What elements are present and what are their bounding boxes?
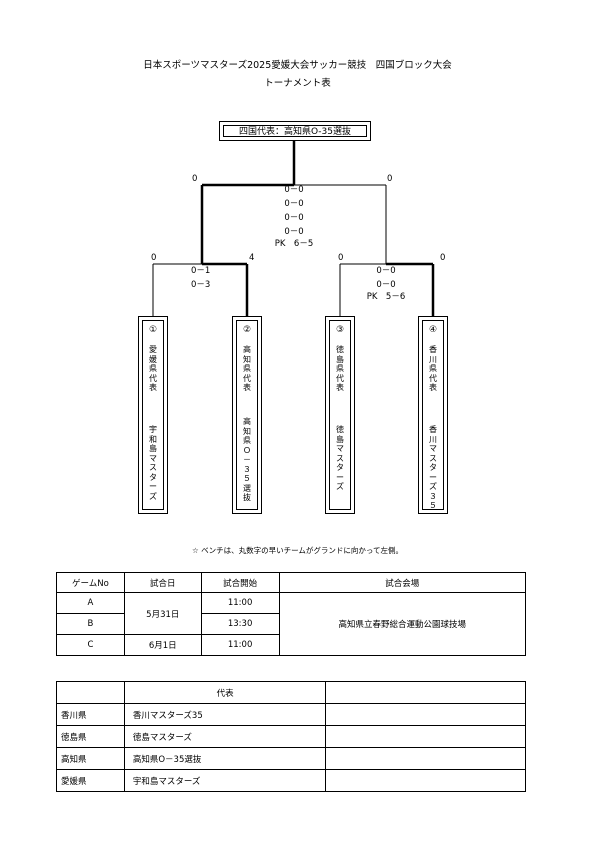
- team-pref-2: 高知県代表: [243, 345, 251, 392]
- schedule-header-date: 試合日: [123, 572, 202, 593]
- game-no: C: [56, 634, 125, 656]
- team-pref-3: 徳島県代表: [336, 345, 344, 392]
- bench-note: ☆ ベンチは、丸数字の早いチームがグランドに向かって左側。: [191, 546, 403, 555]
- page-subtitle: トーナメント表: [264, 78, 331, 89]
- team-pref-1: 愛媛県代表: [149, 345, 157, 392]
- rep-team: 徳島マスターズ: [123, 725, 327, 748]
- team-seed-1: ①: [148, 325, 158, 335]
- final-detail-1: 0－0: [284, 185, 304, 195]
- final-left-score: 0: [192, 174, 198, 184]
- team-box-1: ① 愛媛県代表 宇和島マスターズ: [138, 316, 168, 514]
- reps-header-row: 代表: [56, 681, 526, 704]
- rep-pref: 香川県: [56, 703, 125, 726]
- schedule-header-game: ゲームNo: [56, 572, 125, 593]
- team-seed-2: ②: [242, 325, 252, 335]
- schedule-table: ゲームNo 試合日 試合開始 試合会場 A 5月31日 11:00 高知県立春野…: [56, 572, 527, 656]
- rep-team: 宇和島マスターズ: [123, 769, 327, 792]
- table-row: A 5月31日 11:00 高知県立春野総合運動公園球技場: [56, 592, 527, 656]
- table-row: C 6月1日 11:00: [56, 634, 526, 656]
- schedule-header-venue: 試合会場: [278, 572, 527, 593]
- semi-right-pk: PK 5－6: [366, 292, 406, 302]
- rep-team: 香川マスターズ35: [123, 703, 327, 726]
- team-name-3: 徳島マスターズ: [336, 425, 344, 491]
- game-time: 11:00: [200, 592, 280, 614]
- final-right-score: 0: [387, 174, 393, 184]
- winner-box: 四国代表：高知県O-35選抜: [219, 121, 371, 141]
- semi-left-left-score: 0: [151, 253, 157, 263]
- table-row: 徳島県 徳島マスターズ: [56, 725, 526, 748]
- team-seed-4: ④: [428, 325, 438, 335]
- rep-team: 高知県O－35選抜: [123, 747, 327, 770]
- winner-label: 四国代表：高知県O-35選抜: [223, 125, 367, 137]
- final-detail-4: 0－0: [284, 227, 304, 237]
- team-name-1: 宇和島マスターズ: [149, 425, 157, 501]
- rep-pref: 高知県: [56, 747, 125, 770]
- game-time: 11:00: [200, 634, 280, 656]
- final-pk: PK 6－5: [274, 239, 314, 249]
- final-detail-3: 0－0: [284, 213, 304, 223]
- rep-pref: 徳島県: [56, 725, 125, 748]
- semi-left-right-score: 4: [249, 253, 255, 263]
- game-date: 5月31日: [123, 592, 202, 635]
- page-title: 日本スポーツマスターズ2025愛媛大会サッカー競技 四国ブロック大会: [143, 60, 452, 71]
- final-detail: 0－0 0－0 0－0 0－0 PK 6－5: [264, 185, 324, 249]
- semi-right-left-score: 0: [338, 253, 344, 263]
- team-box-3: ③ 徳島県代表 徳島マスターズ: [325, 316, 355, 514]
- semi-left-detail: 0－1 0－3: [191, 266, 210, 290]
- table-row: 高知県 高知県O－35選抜: [56, 747, 526, 770]
- table-row: 香川県 香川マスターズ35: [56, 703, 526, 726]
- game-venue: 高知県立春野総合運動公園球技場: [278, 592, 527, 656]
- rep-pref: 愛媛県: [56, 769, 125, 792]
- game-no: B: [56, 613, 125, 635]
- game-date: 6月1日: [123, 634, 202, 656]
- game-no: A: [56, 592, 125, 614]
- semi-right-detail-1: 0－0: [376, 266, 396, 276]
- semi-left-detail-1: 0－1: [191, 266, 211, 276]
- schedule-header-start: 試合開始: [200, 572, 280, 593]
- semi-right-right-score: 0: [440, 253, 446, 263]
- team-seed-3: ③: [335, 325, 345, 335]
- reps-header: 代表: [123, 681, 327, 704]
- final-detail-2: 0－0: [284, 199, 304, 209]
- table-row: B 13:30: [56, 613, 526, 635]
- semi-left-detail-2: 0－3: [191, 280, 211, 290]
- schedule-header-row: ゲームNo 試合日 試合開始 試合会場: [56, 572, 527, 593]
- semi-right-detail-2: 0－0: [376, 280, 396, 290]
- table-row: 愛媛県 宇和島マスターズ: [56, 769, 526, 792]
- game-time: 13:30: [200, 613, 280, 635]
- semi-right-detail: 0－0 0－0 PK 5－6: [356, 266, 416, 302]
- reps-table: 代表 香川県 香川マスターズ35 徳島県 徳島マスターズ 高知県 高知県O－35…: [56, 681, 526, 792]
- team-pref-4: 香川県代表: [429, 345, 437, 392]
